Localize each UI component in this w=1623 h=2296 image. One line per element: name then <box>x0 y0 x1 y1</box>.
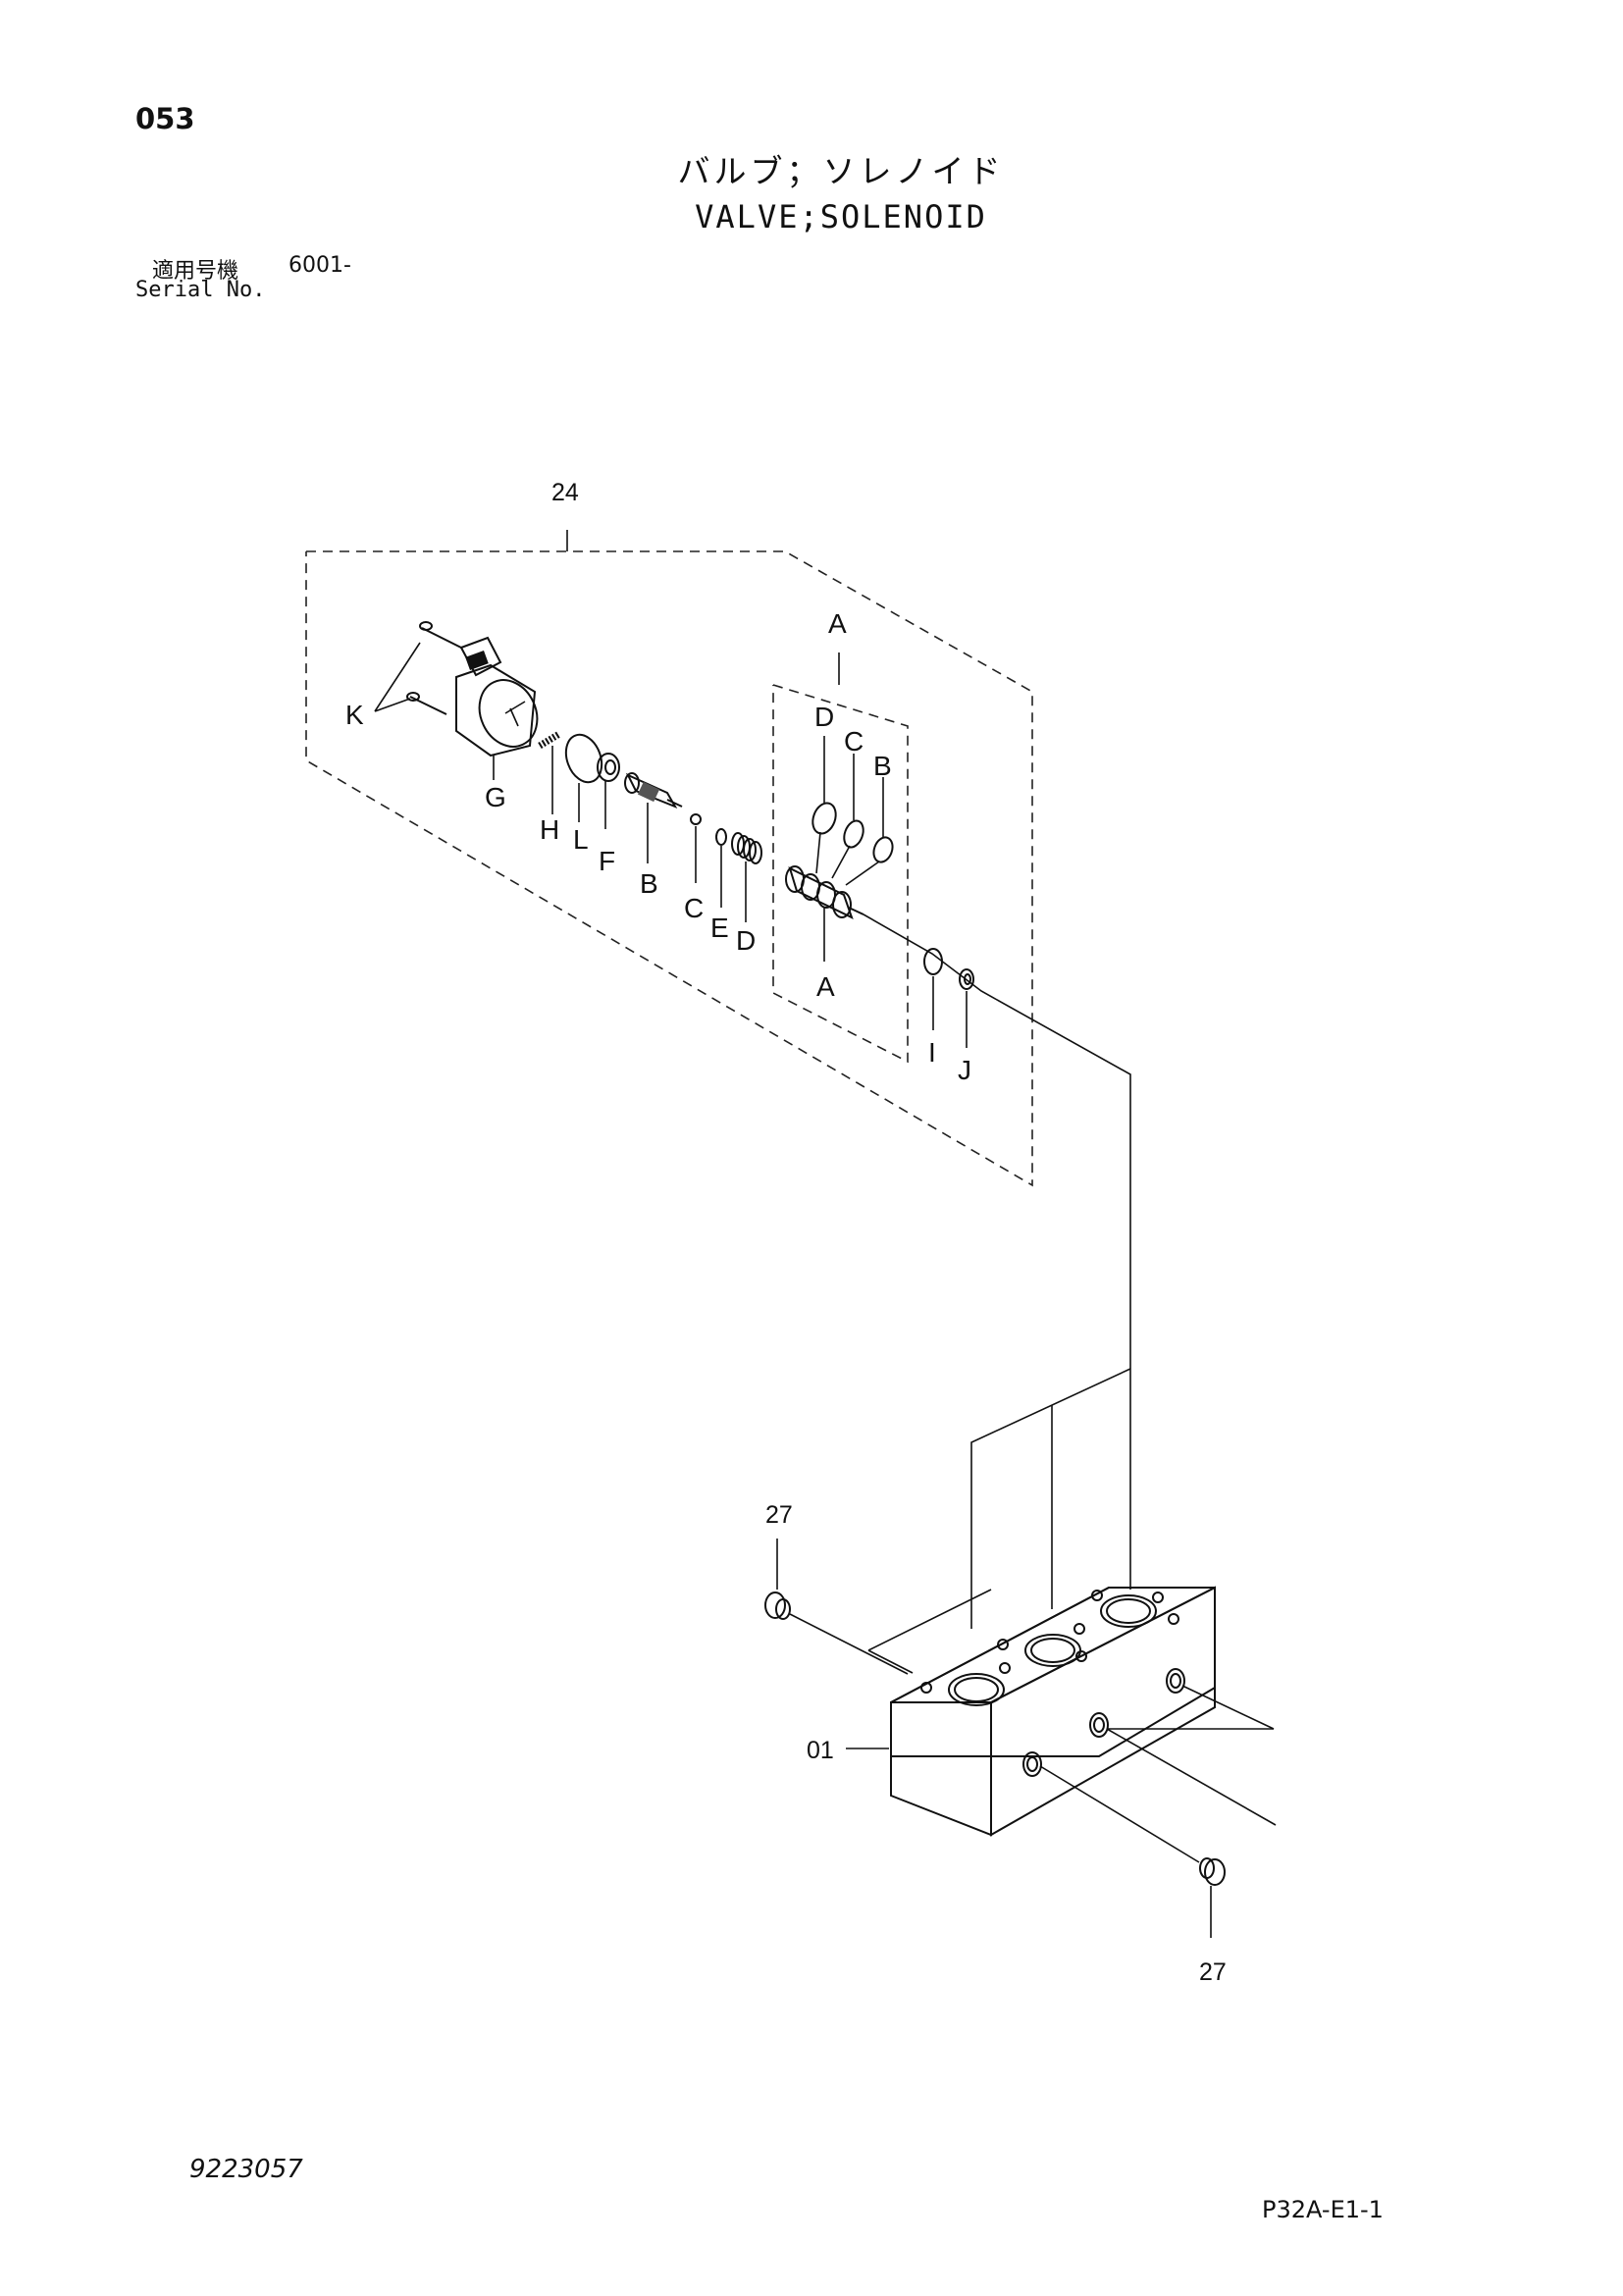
valve-body-01: 01 <box>807 1586 1216 1837</box>
cartridge-a <box>785 865 864 962</box>
callout-27-upper: 27 <box>765 1501 793 1529</box>
figure-number: 9223057 <box>189 2155 303 2184</box>
washer-f <box>597 753 620 829</box>
plug-27-upper: 27 <box>764 1501 909 1675</box>
callout-K: K <box>345 700 364 730</box>
callout-sub-D: D <box>814 702 834 732</box>
callout-J: J <box>958 1055 971 1085</box>
callout-I: I <box>928 1037 936 1068</box>
callout-C: C <box>684 893 704 923</box>
subassembly-a-boundary: A <box>772 608 909 1064</box>
title-japanese: バルブ；ソレノイド <box>677 152 1005 190</box>
callout-B: B <box>640 868 658 899</box>
callout-D: D <box>736 925 756 956</box>
callout-27-lower: 27 <box>1199 1958 1227 1986</box>
ring-j <box>959 968 974 1048</box>
spring-d <box>731 832 762 922</box>
solenoid-coil-g <box>455 636 539 780</box>
ring-e <box>715 828 727 908</box>
pin-h <box>538 730 561 814</box>
assembly-centerline <box>863 913 1131 1629</box>
callout-24: 24 <box>551 479 579 506</box>
callout-L: L <box>573 824 589 855</box>
callout-sub-B: B <box>873 751 892 781</box>
o-ring-l <box>564 733 603 822</box>
ball-c <box>690 813 702 883</box>
letter-callouts: K G H L F B C E D A I J D C B <box>345 700 971 1085</box>
serial-label-english: Serial No. <box>135 278 266 302</box>
callout-H: H <box>540 814 559 845</box>
callout-G: G <box>485 782 506 812</box>
sheet-code: P32A-E1-1 <box>1262 2196 1384 2223</box>
callout-A-top: A <box>828 608 847 639</box>
title-english: VALVE;SOLENOID <box>695 198 987 235</box>
o-rings-d-c-b <box>812 736 894 886</box>
serial-label-japanese: 適用号機 <box>152 259 239 284</box>
callout-A-bottom: A <box>816 971 835 1002</box>
screw-k <box>374 621 462 715</box>
page-number: 053 <box>135 102 195 135</box>
assembly-24-boundary: 24 <box>305 479 1033 1187</box>
callout-E: E <box>710 913 729 943</box>
callout-sub-C: C <box>844 726 864 757</box>
plug-27-lower: 27 <box>1039 1685 1277 1986</box>
callout-F: F <box>599 846 615 876</box>
spool-b <box>624 772 683 863</box>
seal-i <box>923 948 943 1030</box>
serial-number-value: 6001- <box>288 253 351 278</box>
callout-01: 01 <box>807 1737 834 1764</box>
